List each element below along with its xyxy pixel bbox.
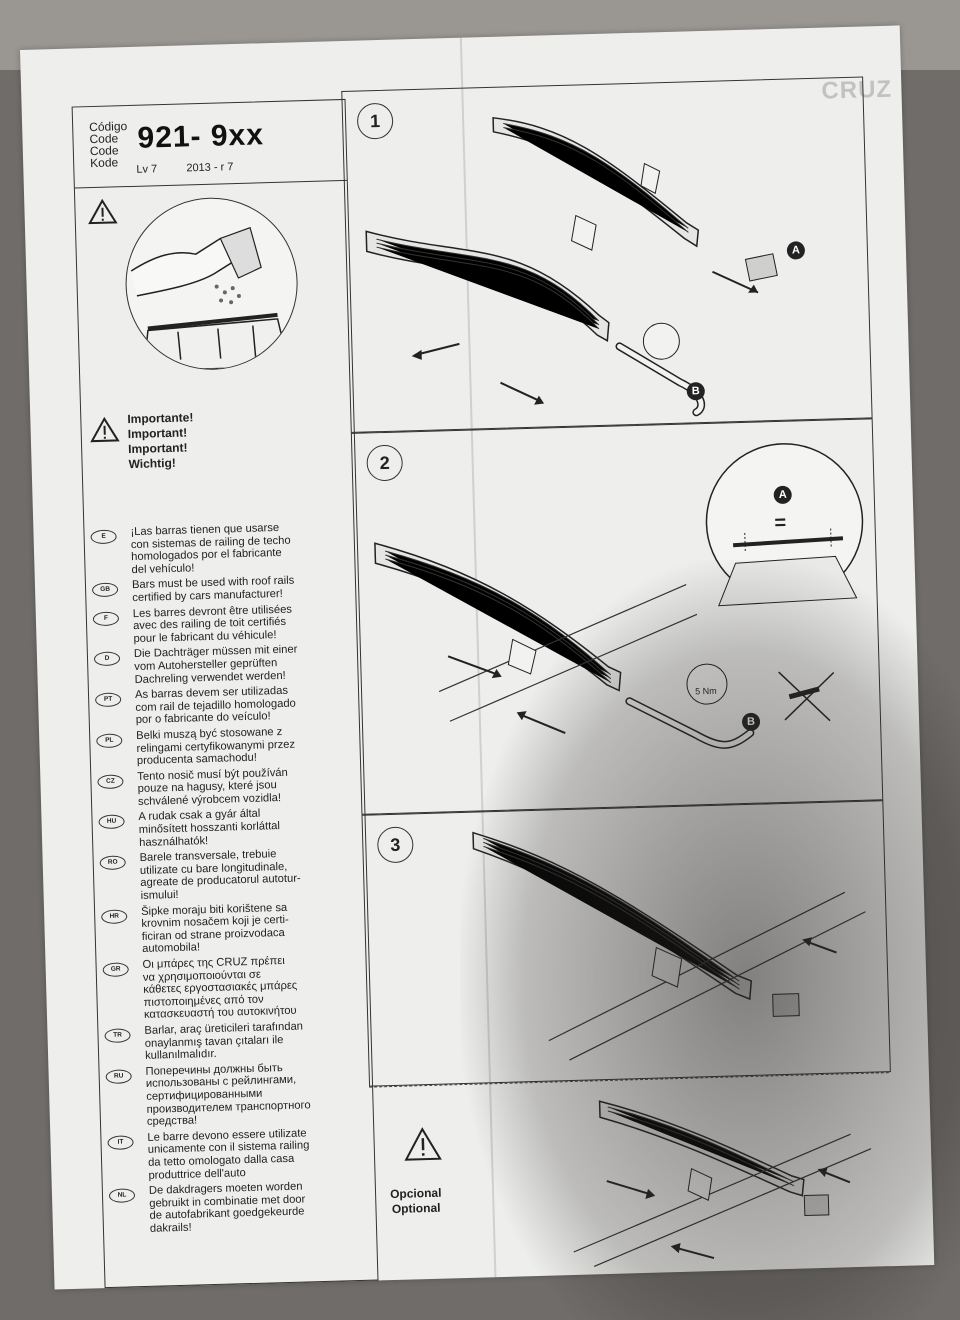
language-badge: NL bbox=[108, 1188, 136, 1204]
language-text: Barele transversale, trebuie utilizate c… bbox=[139, 848, 301, 902]
important-line: Important! bbox=[127, 440, 188, 457]
language-text: ¡Las barras tienen que usarse con sistem… bbox=[130, 521, 291, 576]
product-code: 921- 9xx bbox=[137, 118, 265, 155]
language-item: RU Поперечины должны быть использованы с … bbox=[105, 1059, 369, 1129]
language-badge: E bbox=[90, 529, 117, 545]
language-item: PL Belki muszą być stosowane z relingami … bbox=[96, 724, 359, 769]
code-labels: Código Code Code Kode bbox=[89, 119, 128, 171]
language-badge: HU bbox=[98, 814, 125, 830]
language-item: NL De dakdragers moeten worden gebruikt i… bbox=[108, 1179, 372, 1237]
language-item: HR Šipke moraju biti korištene sa krovnim… bbox=[101, 899, 364, 957]
language-item: IT Le barre devono essere utilizate unica… bbox=[107, 1125, 370, 1183]
warning-icon bbox=[90, 416, 120, 443]
left-panel: Código Code Code Kode 921- 9xx Lv 7 2013… bbox=[71, 98, 379, 1289]
optional-label: Opcional Optional bbox=[390, 1186, 442, 1217]
language-badge: IT bbox=[107, 1134, 134, 1150]
language-text: Поперечины должны быть использованы с ре… bbox=[145, 1061, 311, 1128]
hand-wiping-icon bbox=[130, 226, 290, 372]
optional-panel: Opcional Optional bbox=[369, 1072, 895, 1278]
year-label: 2013 - r 7 bbox=[186, 161, 234, 175]
level-label: Lv 7 bbox=[136, 163, 158, 176]
code-box: Código Code Code Kode 921- 9xx Lv 7 2013… bbox=[72, 99, 347, 189]
language-item: TR Barlar, araç üreticileri tarafından on… bbox=[104, 1019, 367, 1064]
language-list: E ¡Las barras tienen que usarse con siste… bbox=[90, 520, 372, 1240]
language-text: Le barre devono essere utilizate unicame… bbox=[147, 1127, 310, 1182]
optional-illustration bbox=[573, 1100, 872, 1267]
language-item: CZ Tento nosič musí být používán pouze na… bbox=[97, 764, 360, 809]
warning-area: Importante! Important! Important! Wichti… bbox=[75, 180, 356, 517]
language-text: Belki muszą być stosowane z relingami ce… bbox=[136, 725, 296, 768]
important-heading: Importante! Important! Important! Wichti… bbox=[127, 410, 195, 472]
language-text: Barlar, araç üreticileri tarafından onay… bbox=[144, 1020, 304, 1063]
language-badge: GB bbox=[91, 582, 119, 598]
language-item: E ¡Las barras tienen que usarse con siste… bbox=[90, 520, 353, 578]
language-badge: GR bbox=[102, 962, 129, 978]
language-text: Οι μπάρες της CRUZ πρέπει να χρησιμοποιο… bbox=[142, 954, 298, 1022]
equal-sign: = bbox=[774, 511, 787, 535]
important-line: Wichtig! bbox=[128, 455, 177, 472]
language-badge: PL bbox=[96, 733, 123, 749]
step-2-illustration bbox=[374, 443, 864, 749]
warning-icon bbox=[404, 1127, 442, 1161]
language-badge: F bbox=[92, 611, 120, 626]
instruction-sheet: CRUZ Código Code Code Kode 921- 9xx Lv 7… bbox=[20, 25, 935, 1290]
torque-value: 5 Nm bbox=[695, 685, 717, 697]
warning-icon bbox=[88, 198, 118, 225]
language-text: As barras devem ser utilizadas com rail … bbox=[134, 684, 296, 727]
language-badge: CZ bbox=[97, 774, 124, 789]
language-badge: PT bbox=[94, 692, 122, 708]
language-item: GB Bars must be used with roof rails cert… bbox=[91, 573, 355, 605]
optional-line: Opcional bbox=[389, 1185, 442, 1202]
language-text: A rudak csak a gyár által minősített hos… bbox=[138, 808, 281, 849]
language-text: Tento nosič musí být používán pouze na h… bbox=[137, 766, 288, 808]
code-label: Kode bbox=[89, 155, 119, 171]
optional-line: Optional bbox=[391, 1200, 441, 1217]
language-badge: TR bbox=[104, 1028, 131, 1043]
language-item: PT As barras devem ser utilizadas com rai… bbox=[94, 683, 358, 728]
step-1-panel: 1 A B bbox=[341, 76, 873, 433]
language-badge: D bbox=[93, 651, 121, 667]
language-badge: HR bbox=[101, 908, 128, 924]
language-text: Šipke moraju biti korištene sa krovnim n… bbox=[140, 901, 289, 956]
language-text: Bars must be used with roof rails certif… bbox=[131, 574, 295, 605]
step-3-panel: 3 bbox=[361, 800, 891, 1087]
language-text: Die Dachträger müssen mit einer vom Auto… bbox=[133, 643, 298, 686]
language-item: RO Barele transversale, trebuie utilizate… bbox=[99, 846, 362, 904]
language-item: D Die Dachträger müssen mit einer vom Aut… bbox=[93, 642, 357, 687]
step-2-panel: 2 A = 5 Nm B bbox=[350, 418, 884, 815]
language-text: Les barres devront être utilisées avec d… bbox=[132, 603, 293, 645]
step-3-illustration bbox=[472, 831, 866, 1061]
language-text: De dakdragers moeten worden gebruikt in … bbox=[148, 1180, 306, 1235]
language-item: F Les barres devront être utilisées avec … bbox=[92, 601, 356, 646]
language-item: HU A rudak csak a gyár által minősített h… bbox=[98, 805, 361, 850]
language-item: GR Οι μπάρες της CRUZ πρέπει να χρησιμοπο… bbox=[102, 953, 366, 1023]
language-badge: RU bbox=[105, 1069, 132, 1084]
cleaning-illustration bbox=[123, 195, 300, 373]
language-badge: RO bbox=[99, 855, 126, 871]
